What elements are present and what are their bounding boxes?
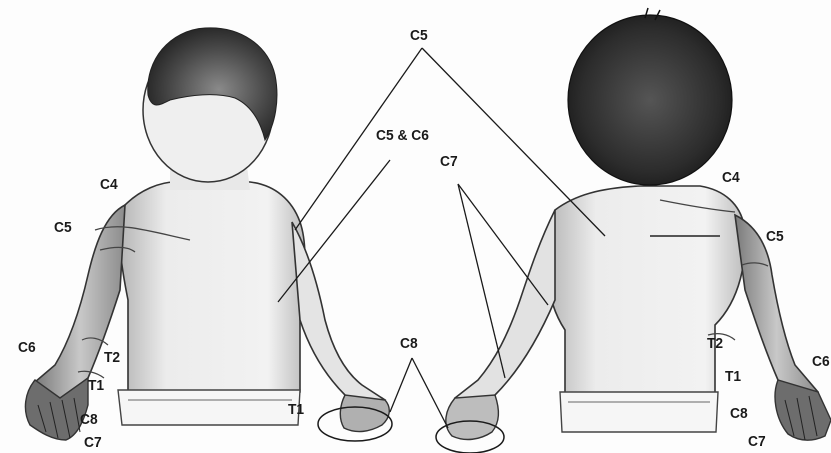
left-arm-left [35,205,125,400]
label-c7-center: C7 [440,154,458,171]
right-figure [446,8,831,440]
label-left-t1: T1 [88,378,104,395]
left-torso [120,182,305,392]
right-hand-left [446,395,499,439]
label-right-c7: C7 [748,434,766,451]
right-arm-left [455,210,555,410]
label-left-t2: T2 [104,350,120,367]
label-left-c6: C6 [18,340,36,357]
left-shorts [118,390,300,425]
right-torso [546,186,745,395]
left-figure [25,28,389,440]
label-right-t2: T2 [707,336,723,353]
label-left-c8: C8 [80,412,98,429]
label-right-c4: C4 [722,170,740,187]
right-head [568,15,732,185]
label-right-c8: C8 [730,406,748,423]
label-right-c6-partial: C6 [812,354,830,371]
label-left-c7: C7 [84,435,102,452]
label-c5-c6: C5 & C6 [376,128,429,145]
label-left-c4: C4 [100,177,118,194]
label-left-c5: C5 [54,220,72,237]
label-right-c5: C5 [766,229,784,246]
label-c5-top: C5 [410,28,428,45]
left-hand-right [340,395,389,432]
label-right-t1: T1 [725,369,741,386]
left-arm-right [292,222,385,412]
label-left-t1-hand: T1 [288,402,304,419]
label-c8-center: C8 [400,336,418,353]
right-shorts [560,392,718,432]
